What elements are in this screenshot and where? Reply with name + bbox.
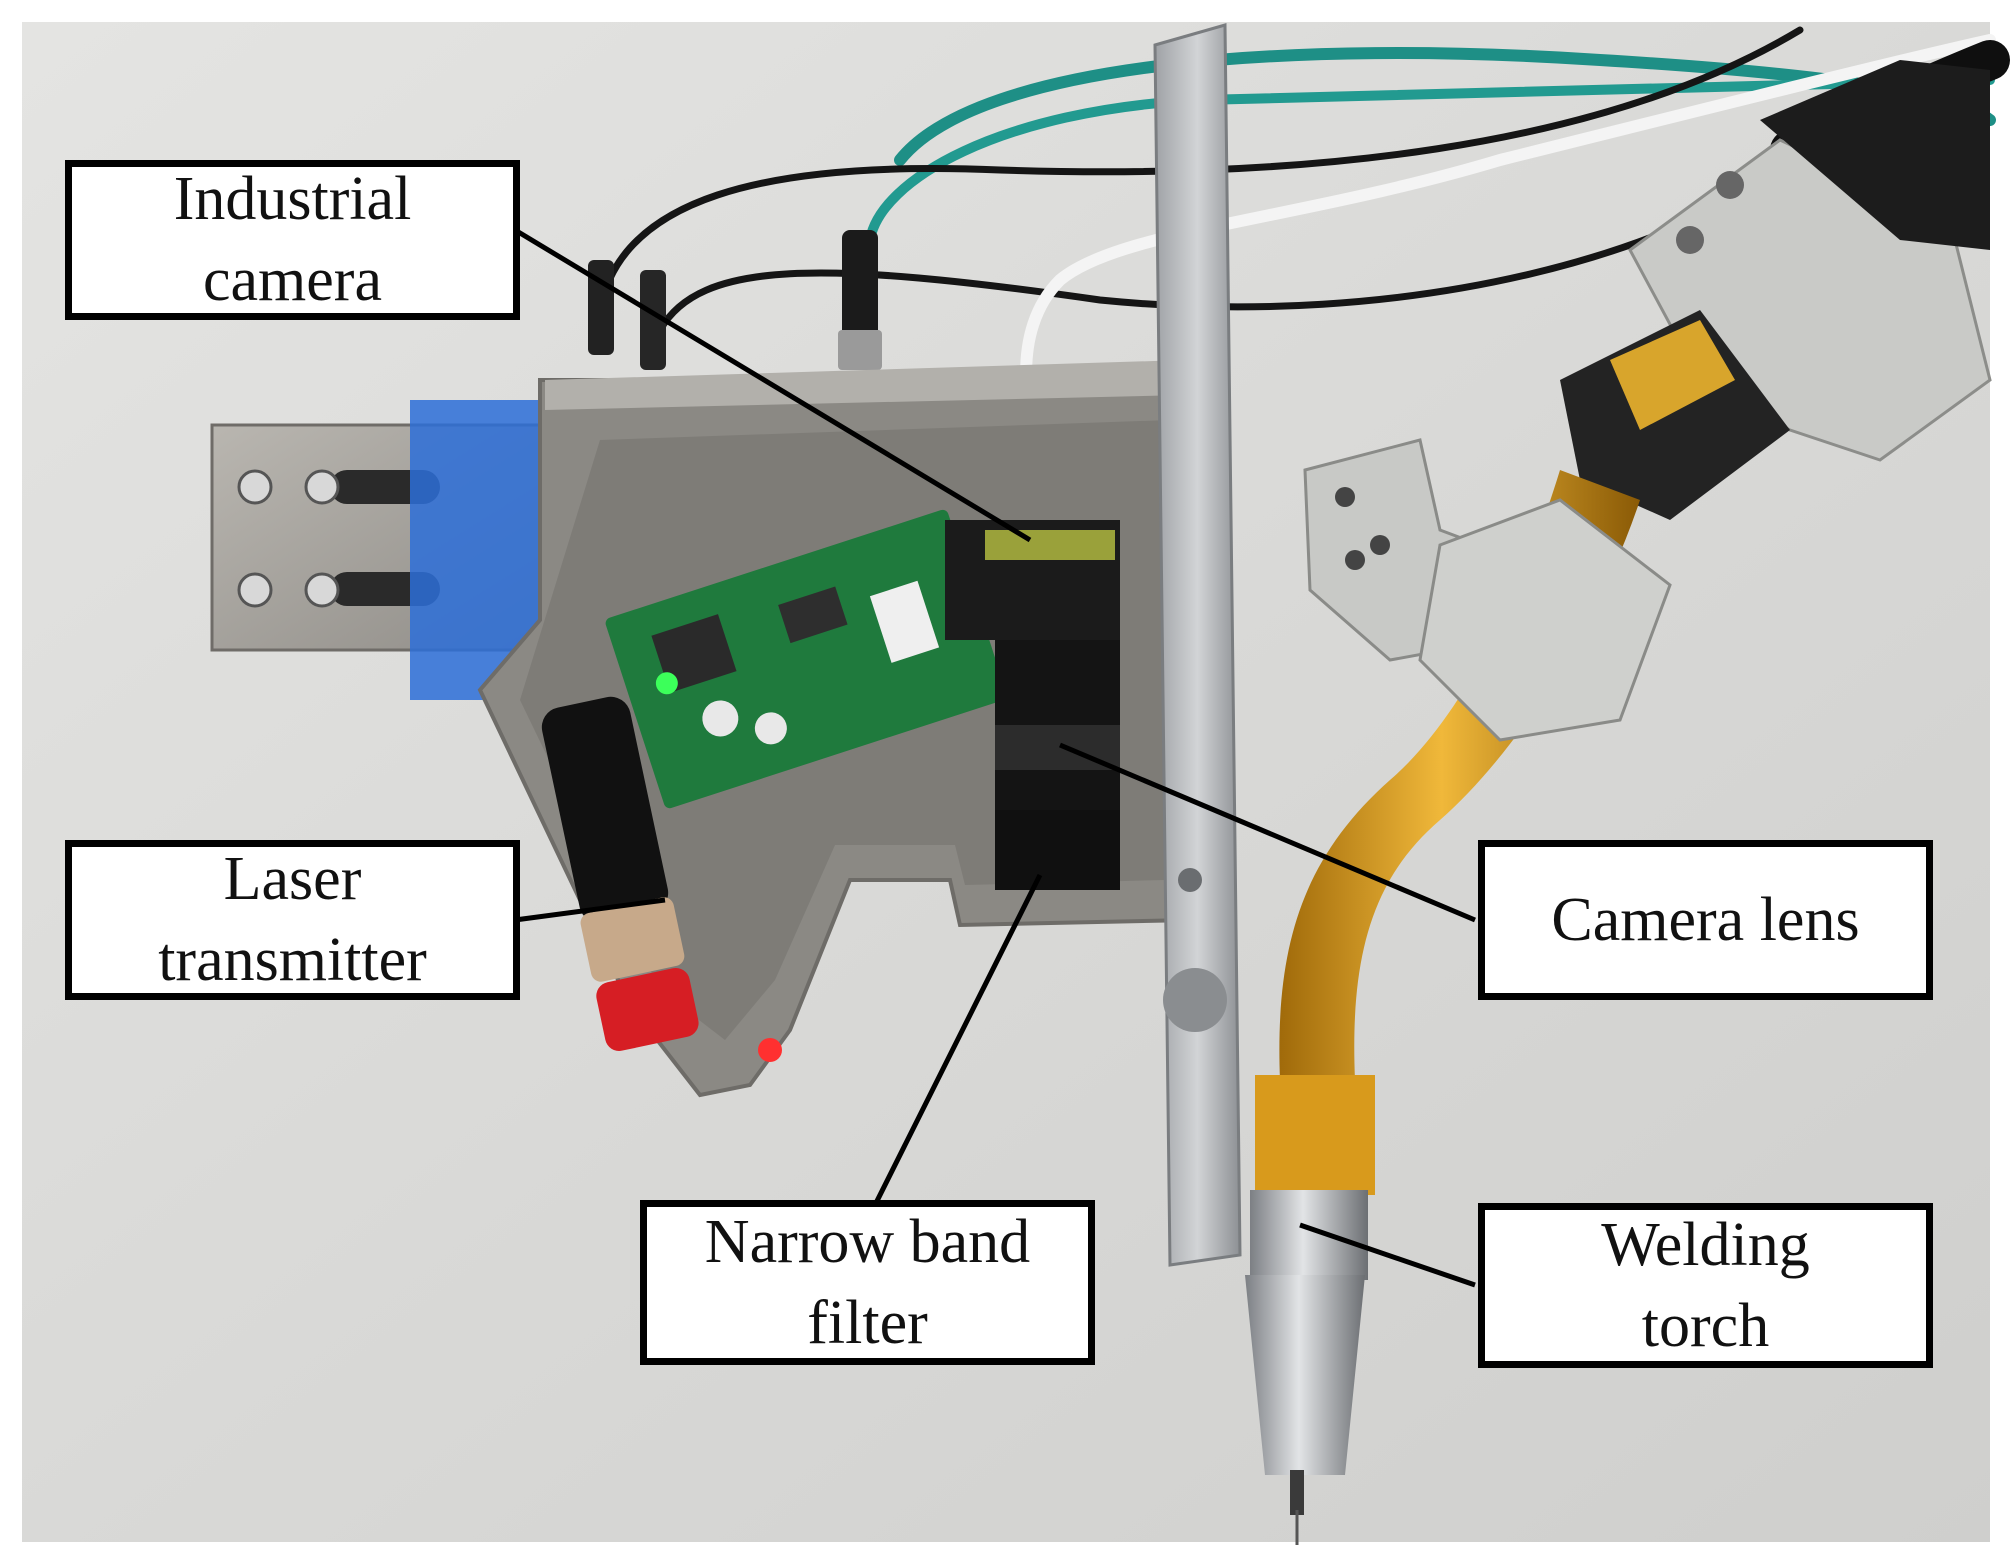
- laser-brass: [580, 897, 685, 982]
- connector-mid: [640, 270, 666, 370]
- label-industrial-camera-line2: camera: [203, 246, 382, 314]
- label-narrow-band-filter-line2: filter: [807, 1288, 928, 1357]
- leader-lines: [513, 227, 1476, 1288]
- camera-pcb-strip: [985, 530, 1115, 560]
- connector-m12-nut: [838, 330, 882, 370]
- torch-contact-tip: [1290, 1470, 1304, 1515]
- leader-narrow-band-filter: [872, 873, 1043, 1207]
- label-narrow-band-filter-line1: Narrow band: [704, 1207, 1031, 1276]
- plate-hole-1: [1178, 868, 1202, 892]
- pcb-board: [605, 509, 1007, 809]
- torch-brass-nut: [1255, 1075, 1375, 1195]
- label-camera-lens: Camera lens: [1478, 840, 1933, 1000]
- robot-arm-dark: [1760, 60, 1990, 250]
- label-laser-transmitter: Laser transmitter: [65, 840, 520, 1000]
- torch-hex-clamp: [1418, 498, 1672, 742]
- aluminium-plate: [1153, 23, 1242, 1267]
- laser-red-cap: [596, 967, 699, 1051]
- plate-hole-2: [1163, 968, 1227, 1032]
- bracket-bolts: [237, 469, 340, 608]
- label-welding-torch-line1: Welding: [1601, 1210, 1810, 1279]
- mount-holes: [1335, 487, 1390, 570]
- laser-dot-icon: [758, 1038, 782, 1062]
- white-cable: [1020, 34, 1996, 506]
- label-welding-torch-line2: torch: [1641, 1291, 1770, 1360]
- leader-camera-lens: [1059, 742, 1476, 923]
- connector-m12: [842, 230, 878, 360]
- leader-laser-transmitter: [514, 897, 666, 923]
- torch-nozzle: [1250, 1190, 1368, 1280]
- label-narrow-band-filter: Narrow band filter: [640, 1200, 1095, 1365]
- leader-welding-torch: [1299, 1222, 1476, 1288]
- laser-body: [541, 696, 669, 924]
- label-laser-transmitter-line1: Laser: [223, 845, 362, 914]
- torch-gold-ring: [1610, 320, 1735, 430]
- arm-holes: [1676, 171, 1744, 254]
- label-industrial-camera: Industrial camera: [65, 160, 520, 320]
- leader-industrial-camera: [513, 227, 1032, 543]
- narrow-band-filter: [995, 810, 1120, 890]
- label-welding-torch: Welding torch: [1478, 1203, 1933, 1368]
- torch-nozzle-taper: [1245, 1275, 1365, 1475]
- black-cable-1: [596, 26, 1804, 314]
- label-industrial-camera-line1: Industrial: [173, 165, 412, 234]
- pcb-led-icon: [655, 672, 678, 695]
- enclosure-lid-edge: [545, 360, 1185, 410]
- label-camera-lens-line1: Camera lens: [1551, 885, 1860, 954]
- label-laser-transmitter-line2: transmitter: [158, 926, 427, 994]
